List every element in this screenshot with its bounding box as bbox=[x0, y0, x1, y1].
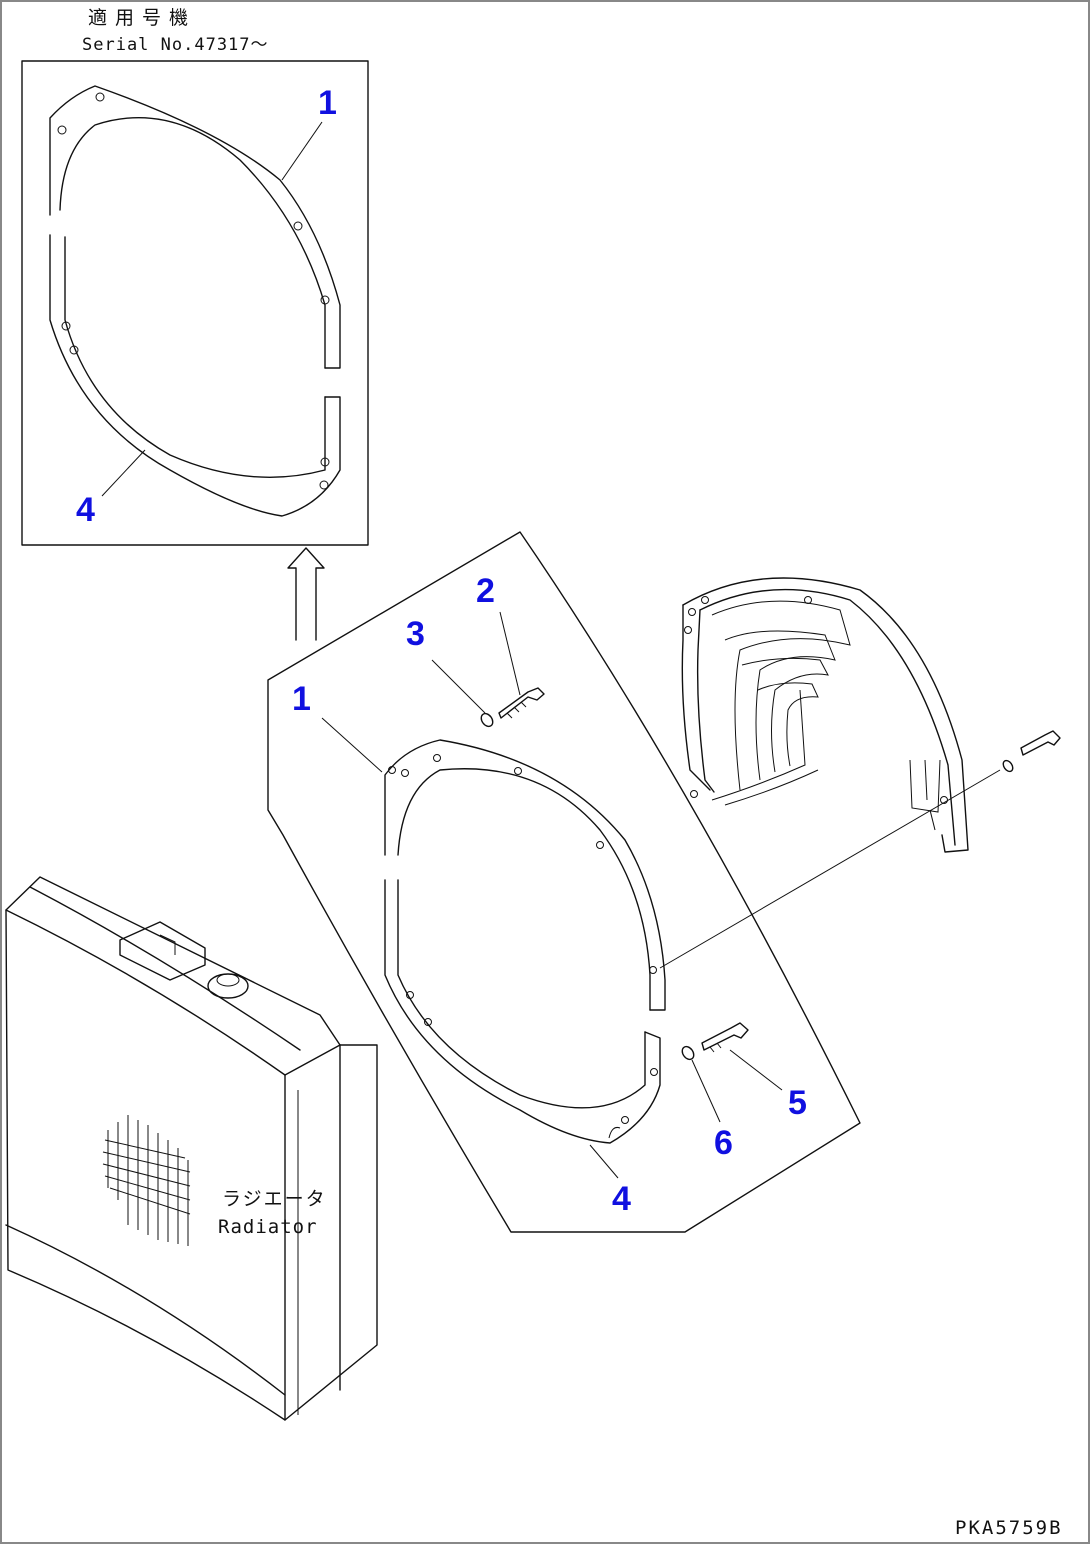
reference-arrow bbox=[287, 547, 325, 641]
main-lower-ring-segment bbox=[384, 879, 661, 1144]
main-leader-3 bbox=[431, 659, 486, 714]
main-leader-2 bbox=[499, 611, 521, 696]
washer-3 bbox=[480, 712, 494, 728]
inset-callout-4: 4 bbox=[76, 491, 95, 529]
shroud-plate bbox=[267, 531, 861, 1233]
main-callout-3: 3 bbox=[406, 615, 425, 653]
radiator-label-en: Radiator bbox=[218, 1216, 318, 1238]
main-leader-1 bbox=[321, 717, 383, 773]
main-callout-4: 4 bbox=[612, 1180, 631, 1218]
inset-leader-4 bbox=[101, 449, 146, 497]
radiator: ラジエータ Radiator bbox=[5, 876, 378, 1421]
main-upper-ring-segment bbox=[384, 739, 666, 1011]
inset-frame bbox=[21, 60, 369, 546]
inset-upper-ring-segment bbox=[49, 85, 341, 369]
main-leader-6 bbox=[691, 1059, 721, 1123]
main-callout-6: 6 bbox=[714, 1124, 733, 1162]
fan-guard-connection-line bbox=[659, 769, 1001, 969]
main-callout-2: 2 bbox=[476, 572, 495, 610]
figure-code: PKA5759B bbox=[955, 1517, 1063, 1539]
fan-guard-bolt bbox=[1002, 730, 1061, 773]
main-leader-5 bbox=[729, 1049, 783, 1091]
main-leader-4 bbox=[589, 1144, 619, 1179]
main-callout-1: 1 bbox=[292, 680, 311, 718]
main-callout-5: 5 bbox=[788, 1084, 807, 1122]
inset-detail: 1 4 bbox=[21, 60, 369, 546]
inset-leader-1 bbox=[281, 121, 323, 181]
applicable-serial-label: 適用号機 bbox=[88, 7, 196, 29]
inset-callout-1: 1 bbox=[318, 84, 337, 122]
radiator-core-mesh bbox=[102, 1115, 191, 1246]
bolt-2 bbox=[498, 687, 545, 719]
washer-6 bbox=[681, 1045, 695, 1061]
bolt-5 bbox=[701, 1022, 749, 1053]
serial-number-text: Serial No.47317～ bbox=[82, 35, 269, 55]
inset-lower-ring-segment bbox=[49, 234, 341, 517]
fan-guard bbox=[681, 577, 969, 853]
radiator-label-jp: ラジエータ bbox=[222, 1188, 327, 1210]
